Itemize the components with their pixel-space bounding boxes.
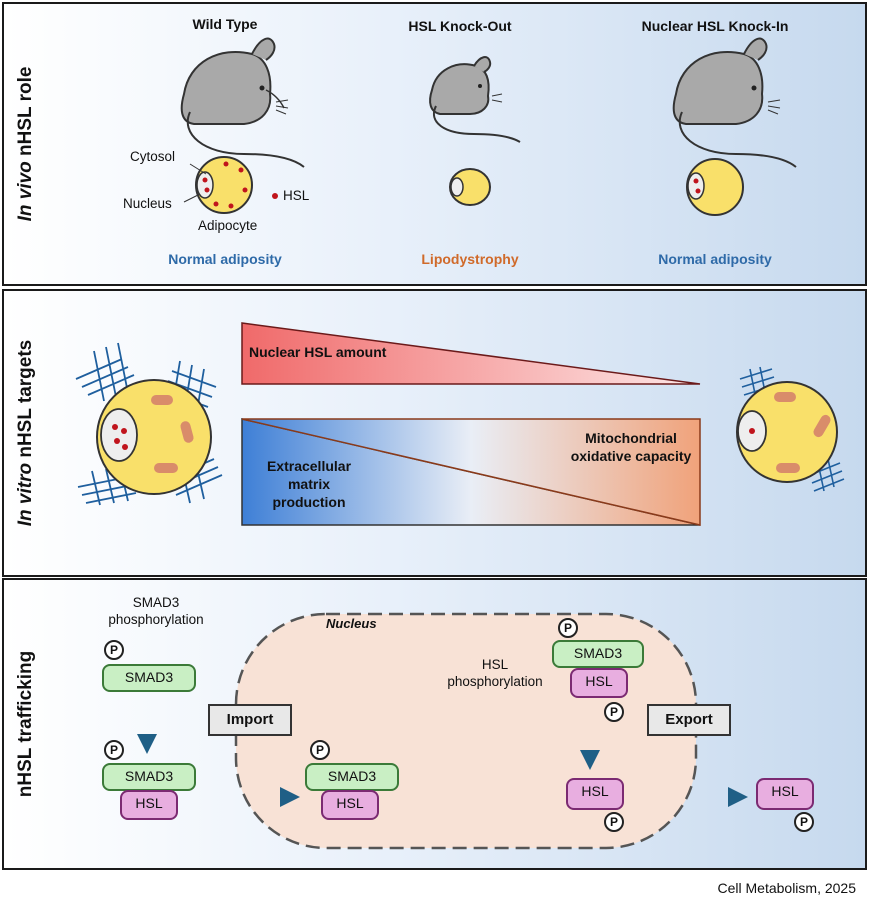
label-adipocyte: Adipocyte bbox=[198, 218, 258, 233]
mito-triangle bbox=[241, 418, 701, 526]
adipocyte-knock-in bbox=[686, 158, 744, 216]
citation-credit: Cell Metabolism, 2025 bbox=[717, 880, 856, 896]
phospho-badge: P bbox=[604, 702, 624, 722]
label-nucleus: Nucleus bbox=[123, 196, 172, 211]
label-extracellular-matrix: Extracellular matrix production bbox=[266, 458, 352, 510]
hsl-complex-cytosol: HSL bbox=[120, 790, 178, 820]
smad3-cytosolic: SMAD3 bbox=[102, 664, 196, 692]
column-title-wild-type: Wild Type bbox=[192, 16, 258, 32]
label-smad3-phosphorylation: SMAD3 phosphorylation bbox=[108, 595, 204, 627]
smad3-complex-cytosol: SMAD3 bbox=[102, 763, 196, 791]
column-title-knock-out: HSL Knock-Out bbox=[408, 18, 512, 34]
label-cytosol: Cytosol bbox=[130, 149, 176, 164]
label-hsl: HSL bbox=[283, 188, 310, 203]
hsl-complex-nucleus: HSL bbox=[321, 790, 379, 820]
phospho-badge: P bbox=[104, 640, 124, 660]
label-mitochondrial-capacity: Mitochondrial oxidative capacity bbox=[570, 430, 692, 464]
label-hsl-phosphorylation: HSL phosphorylation bbox=[447, 657, 543, 689]
phospho-badge: P bbox=[604, 812, 624, 832]
export-label-box: Export bbox=[647, 704, 731, 736]
smad3-complex-nucleus: SMAD3 bbox=[305, 763, 399, 791]
phospho-badge: P bbox=[104, 740, 124, 760]
phospho-badge: P bbox=[558, 618, 578, 638]
hsl-exported: HSL bbox=[756, 778, 814, 810]
panel-in-vivo: In vivo nHSL role Wild Type HSL Knock-Ou… bbox=[2, 2, 867, 286]
mouse-knock-out bbox=[429, 56, 521, 143]
outcome-knock-out: Lipodystrophy bbox=[421, 251, 519, 267]
hsl-free-nucleus: HSL bbox=[566, 778, 624, 810]
label-nucleus-compartment: Nucleus bbox=[326, 616, 377, 631]
nuclear-hsl-triangle bbox=[241, 322, 701, 385]
outcome-wild-type: Normal adiposity bbox=[168, 251, 282, 267]
hsl-legend-dot bbox=[272, 193, 278, 199]
panel1-illustration bbox=[180, 37, 797, 216]
phospho-badge: P bbox=[310, 740, 330, 760]
panel-trafficking: nHSL trafficking SMAD3 phosphorylation N… bbox=[2, 578, 867, 870]
panel2-illustration bbox=[75, 322, 845, 526]
panel-in-vitro: In vitro nHSL targets bbox=[2, 289, 867, 577]
adipocyte-knock-out bbox=[449, 168, 491, 206]
hsl-phosphorylated: HSL bbox=[570, 668, 628, 698]
column-title-knock-in: Nuclear HSL Knock-In bbox=[641, 18, 789, 34]
outcome-knock-in: Normal adiposity bbox=[658, 251, 772, 267]
mouse-knock-in bbox=[672, 37, 797, 168]
phospho-badge: P bbox=[794, 812, 814, 832]
adipocyte-wild-type bbox=[195, 156, 253, 214]
mouse-wild-type bbox=[180, 37, 305, 168]
label-nuclear-hsl-amount: Nuclear HSL amount bbox=[249, 344, 387, 360]
import-label-box: Import bbox=[208, 704, 292, 736]
smad3-complex-phospho-hsl: SMAD3 bbox=[552, 640, 644, 668]
